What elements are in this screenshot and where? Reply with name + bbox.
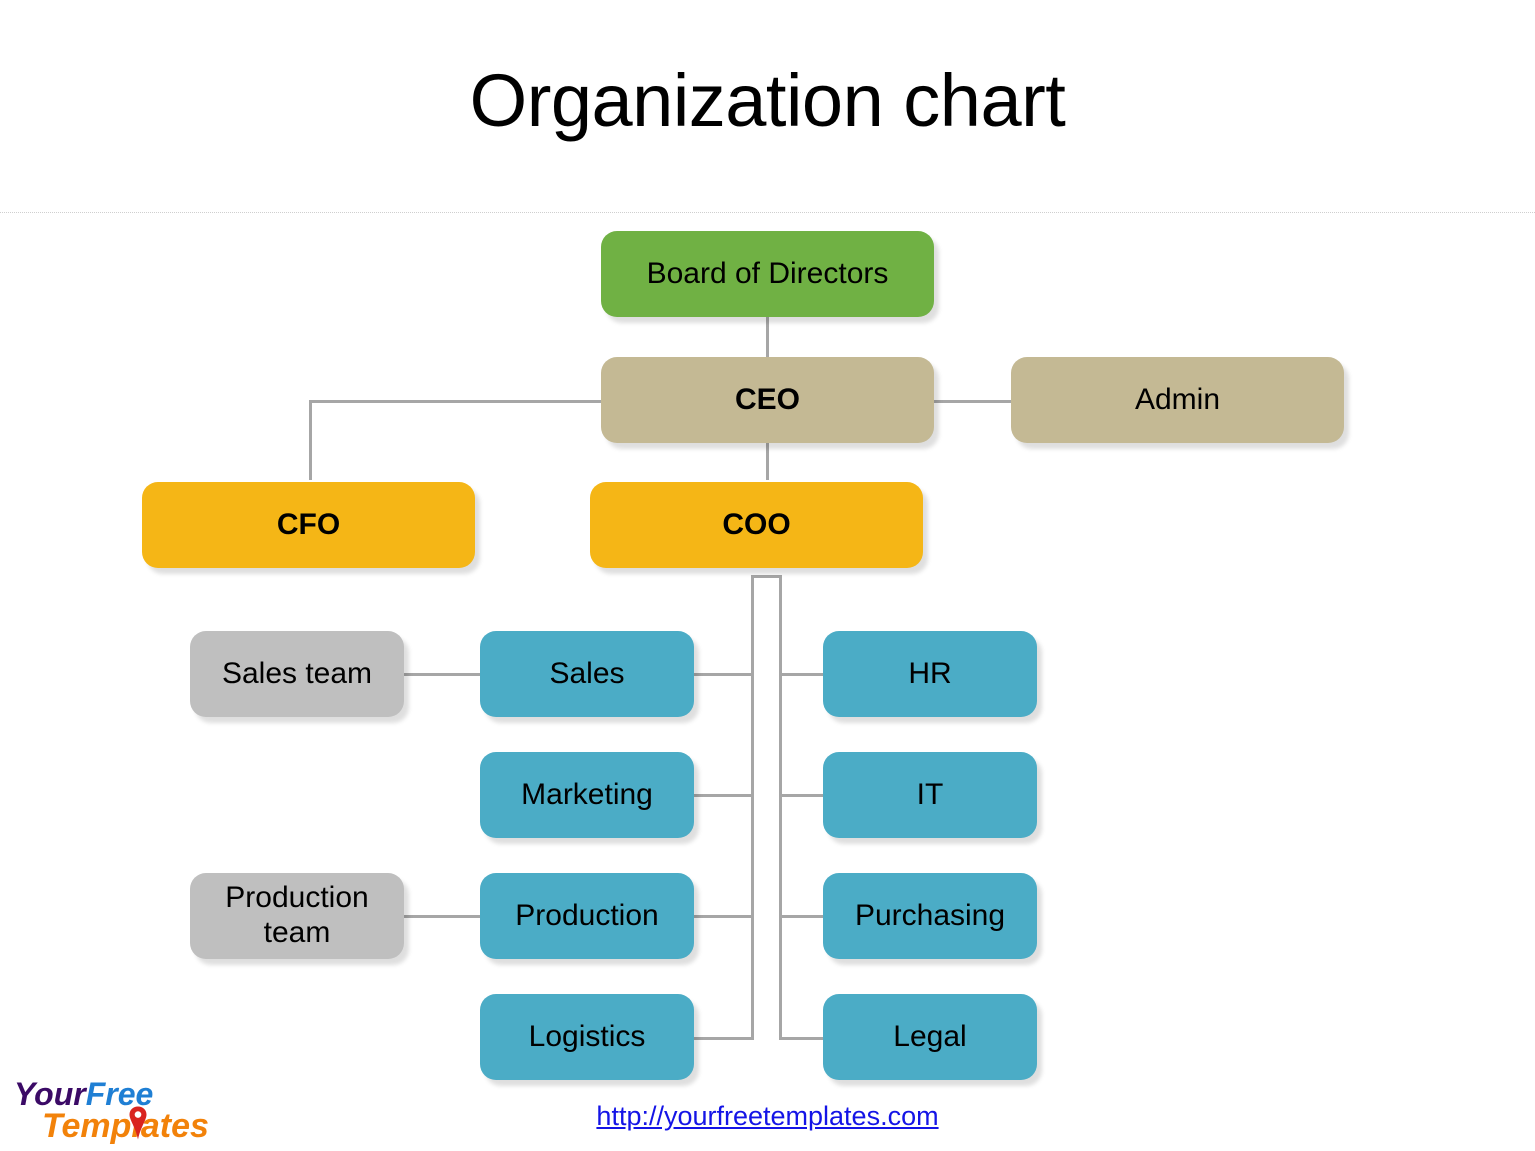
- node-label: Marketing: [521, 777, 653, 811]
- node-label: CFO: [276, 507, 341, 541]
- node-label: Legal: [893, 1019, 967, 1053]
- connector-coo-trunk-right: [779, 575, 782, 1040]
- connector-coo-bus-horizontal: [751, 575, 782, 578]
- node-label: CEO: [734, 382, 800, 416]
- node-label: COO: [722, 507, 791, 541]
- logo-line-one: YourFree: [14, 1078, 153, 1110]
- connector-trunk-to-sales: [693, 673, 753, 676]
- connector-ceo-to-cfo-horizontal: [309, 400, 602, 403]
- node-legal[interactable]: Legal: [823, 994, 1037, 1080]
- node-sales-team[interactable]: Sales team: [190, 631, 404, 717]
- node-admin[interactable]: Admin: [1011, 357, 1344, 443]
- your-free-templates-logo[interactable]: YourFree Templates: [8, 1078, 220, 1148]
- node-purchasing[interactable]: Purchasing: [823, 873, 1037, 959]
- node-marketing[interactable]: Marketing: [480, 752, 694, 838]
- page-title: Organization chart: [469, 59, 1066, 142]
- node-label: Logistics: [528, 1019, 646, 1053]
- node-label: Sales team: [221, 656, 373, 690]
- node-label: IT: [916, 777, 944, 811]
- website-link[interactable]: http://yourfreetemplates.com: [596, 1101, 939, 1131]
- connector-ceo-to-admin: [933, 400, 1013, 403]
- node-label: Admin: [1134, 382, 1221, 416]
- connector-production-to-production-team: [402, 915, 482, 918]
- node-label: Sales: [549, 656, 625, 690]
- connector-trunk-to-production: [693, 915, 753, 918]
- connector-trunk-to-hr: [779, 673, 825, 676]
- connector-ceo-to-coo: [766, 440, 769, 480]
- connector-sales-to-sales-team: [402, 673, 482, 676]
- logo-word-templates: Templates: [42, 1107, 209, 1145]
- node-cfo[interactable]: CFO: [142, 482, 475, 568]
- node-sales[interactable]: Sales: [480, 631, 694, 717]
- node-hr[interactable]: HR: [823, 631, 1037, 717]
- node-coo[interactable]: COO: [590, 482, 923, 568]
- node-board-of-directors[interactable]: Board of Directors: [601, 231, 934, 317]
- node-ceo[interactable]: CEO: [601, 357, 934, 443]
- node-label: Board of Directors: [646, 256, 889, 290]
- node-label: HR: [908, 656, 952, 690]
- connector-trunk-to-purchasing: [779, 915, 825, 918]
- logo-word-free: Free: [85, 1076, 154, 1112]
- connector-trunk-to-legal: [779, 1037, 825, 1040]
- connector-trunk-to-logistics: [693, 1037, 753, 1040]
- connector-ceo-to-cfo-vertical: [309, 400, 312, 480]
- node-logistics[interactable]: Logistics: [480, 994, 694, 1080]
- connector-board-to-ceo: [766, 313, 769, 365]
- connector-coo-trunk-left: [751, 575, 754, 1040]
- node-label: Production team: [225, 881, 369, 949]
- logo-line-two: Templates: [42, 1109, 209, 1143]
- node-label: Production: [515, 898, 659, 932]
- node-production-team[interactable]: Production team: [190, 873, 404, 959]
- connector-trunk-to-it: [779, 794, 825, 797]
- map-pin-icon: [129, 1106, 147, 1140]
- connector-trunk-to-marketing: [693, 794, 753, 797]
- node-label: Purchasing: [854, 898, 1006, 932]
- title-divider: [0, 212, 1535, 213]
- logo-word-your: Your: [14, 1076, 86, 1112]
- node-it[interactable]: IT: [823, 752, 1037, 838]
- node-production[interactable]: Production: [480, 873, 694, 959]
